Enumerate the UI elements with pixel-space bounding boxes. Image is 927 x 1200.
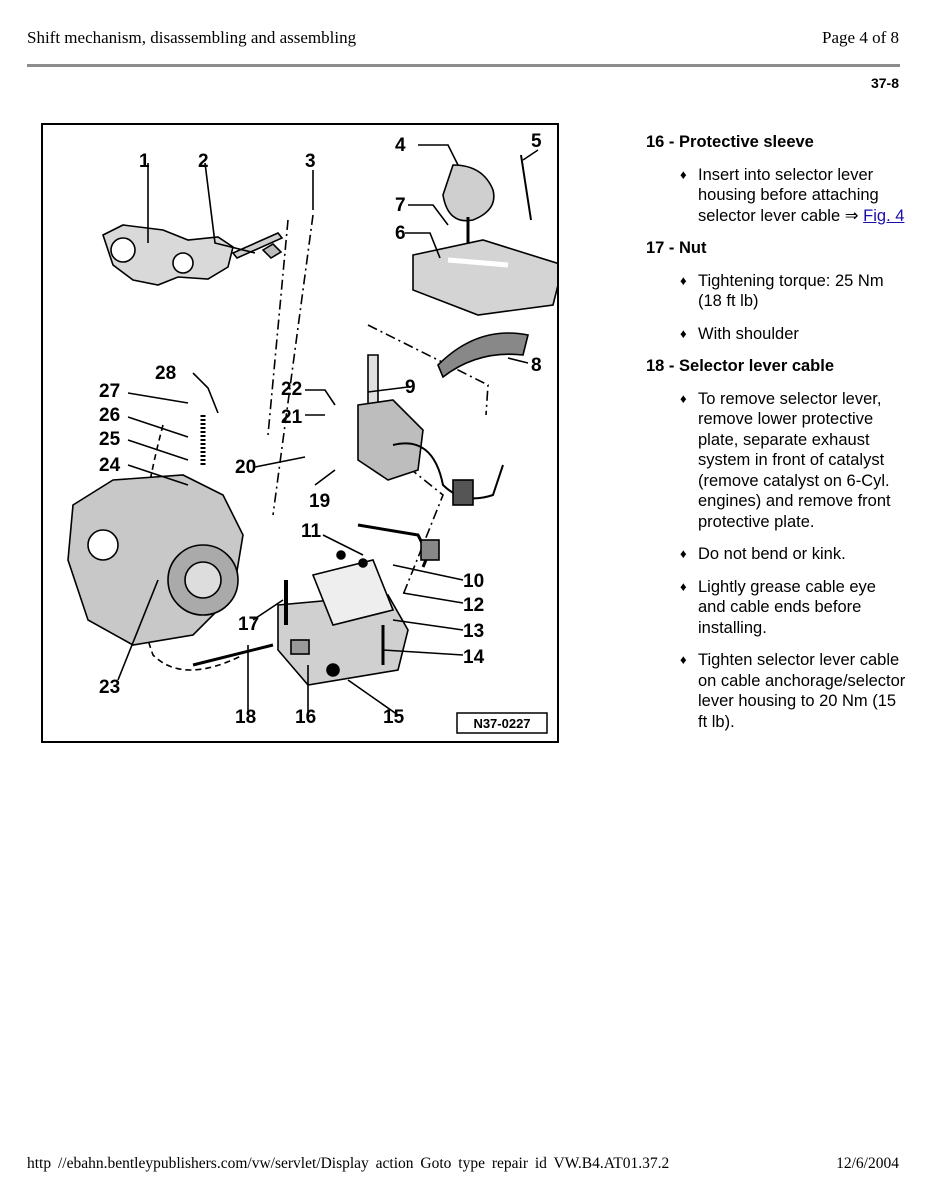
- parts-legend: 16 - Protective sleeve ♦ Insert into sel…: [646, 132, 906, 744]
- legend-bullet: ♦ Insert into selector lever housing bef…: [646, 165, 906, 227]
- bullet-text: Do not bend or kink.: [698, 545, 846, 563]
- callout-label: 11: [301, 521, 322, 542]
- callout-label: 7: [395, 195, 406, 216]
- fig-4-link[interactable]: Fig. 4: [863, 206, 905, 225]
- bullet-text: Tightening torque: 25 Nm (18 ft lb): [698, 271, 884, 311]
- callout-label: 27: [99, 381, 120, 402]
- callout-label: 22: [281, 379, 302, 400]
- exploded-view-diagram: 1 2 3 4 5 6 7 8 9 10 11 12 13 14 15 16 1…: [41, 123, 559, 743]
- callout-label: 10: [463, 571, 484, 592]
- callout-label: 24: [99, 455, 121, 476]
- legend-bullet: ♦ To remove selector lever, remove lower…: [646, 389, 906, 533]
- legend-bullet: ♦ Tighten selector lever cable on cable …: [646, 650, 906, 732]
- diamond-bullet-icon: ♦: [680, 390, 687, 406]
- callout-label: 23: [99, 677, 120, 698]
- callout-label: 9: [405, 377, 416, 398]
- legend-bullet: ♦ Lightly grease cable eye and cable end…: [646, 577, 906, 639]
- bullet-text: To remove selector lever, remove lower p…: [698, 389, 891, 531]
- callout-label: 14: [463, 647, 485, 668]
- diamond-bullet-icon: ♦: [680, 166, 687, 182]
- callout-label: 8: [531, 355, 542, 376]
- callout-label: 28: [155, 363, 176, 384]
- footer-url: http //ebahn.bentleypublishers.com/vw/se…: [27, 1155, 670, 1172]
- page-number: Page 4 of 8: [822, 28, 899, 47]
- diamond-bullet-icon: ♦: [680, 652, 687, 667]
- bullet-text: With shoulder: [698, 324, 799, 343]
- callout-label: 17: [238, 614, 259, 635]
- legend-bullet: ♦ Do not bend or kink.: [646, 544, 906, 565]
- legend-bullet: ♦ With shoulder: [646, 324, 906, 345]
- callout-label: 5: [531, 131, 542, 152]
- diamond-bullet-icon: ♦: [680, 325, 687, 341]
- callout-label: 1: [139, 151, 150, 172]
- callout-label: 25: [99, 429, 121, 450]
- callout-label: 15: [383, 707, 405, 728]
- section-number: 37-8: [870, 75, 899, 91]
- figure-id-tag: N37-0227: [473, 716, 530, 731]
- callout-label: 20: [235, 457, 256, 478]
- callout-label: 4: [395, 135, 406, 156]
- callout-label: 19: [309, 491, 330, 512]
- diagram-svg: 1 2 3 4 5 6 7 8 9 10 11 12 13 14 15 16 1…: [67, 131, 557, 734]
- diamond-bullet-icon: ♦: [680, 546, 687, 561]
- legend-item-title: 16 - Protective sleeve: [646, 133, 814, 151]
- bullet-text: Lightly grease cable eye and cable ends …: [698, 577, 876, 637]
- callout-label: 26: [99, 405, 120, 426]
- callout-label: 3: [305, 151, 316, 172]
- legend-item-title: 18 - Selector lever cable: [646, 357, 835, 375]
- bullet-text: Tighten selector lever cable on cable an…: [698, 651, 906, 731]
- callout-label: 12: [463, 595, 484, 616]
- page-title: Shift mechanism, disassembling and assem…: [27, 28, 357, 47]
- footer-date: 12/6/2004: [836, 1155, 899, 1172]
- legend-item-title: 17 - Nut: [646, 239, 707, 257]
- callout-label: 18: [235, 707, 256, 728]
- callout-label: 16: [295, 707, 316, 728]
- diamond-bullet-icon: ♦: [680, 578, 687, 594]
- callout-label: 2: [198, 151, 209, 172]
- callout-label: 6: [395, 223, 406, 244]
- callout-label: 13: [463, 621, 484, 642]
- callout-label: 21: [281, 407, 303, 428]
- diamond-bullet-icon: ♦: [680, 272, 687, 288]
- bullet-text: Insert into selector lever housing befor…: [698, 165, 879, 225]
- header-divider: [27, 64, 900, 67]
- legend-bullet: ♦ Tightening torque: 25 Nm (18 ft lb): [646, 271, 906, 312]
